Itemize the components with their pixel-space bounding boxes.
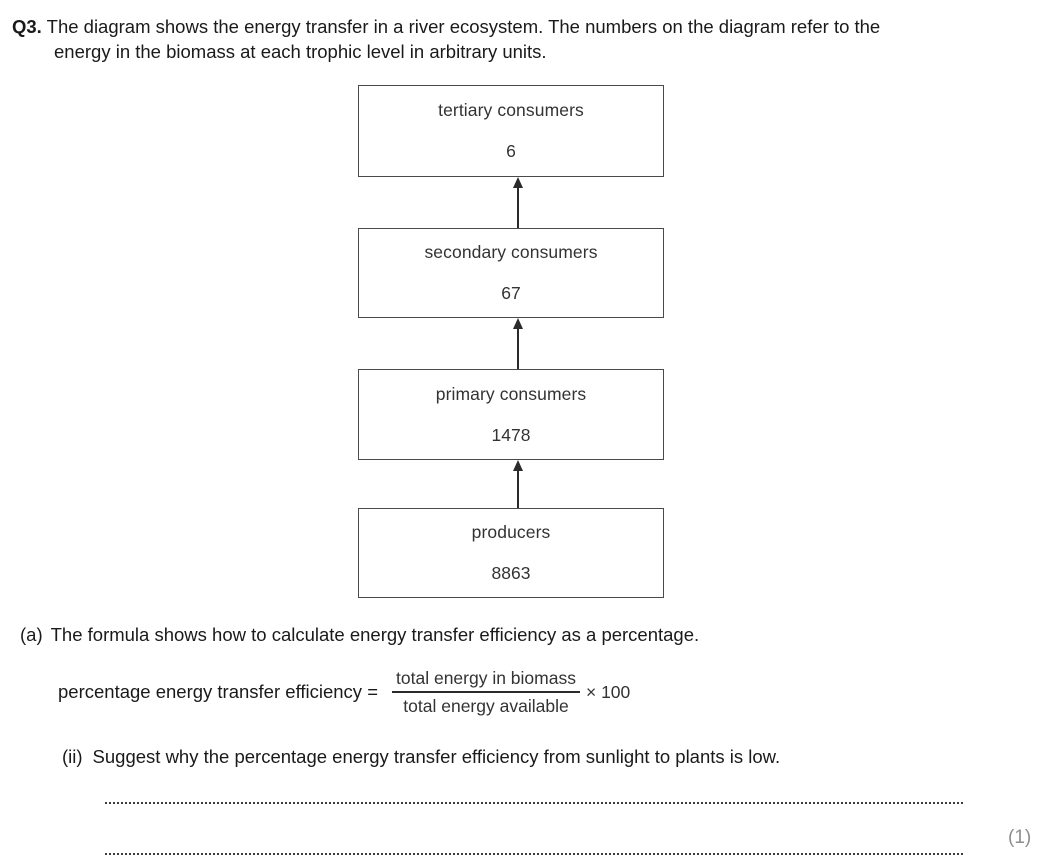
arrow-head-icon xyxy=(513,177,523,188)
arrow-shaft xyxy=(517,467,519,508)
question-stem: Q3. The diagram shows the energy transfe… xyxy=(12,14,1042,64)
formula-fraction-bar xyxy=(392,691,580,693)
marks-indicator: (1) xyxy=(1008,827,1032,848)
formula-multiplier: × 100 xyxy=(585,681,631,702)
part-a-text: The formula shows how to calculate energ… xyxy=(50,624,700,645)
trophic-box-tertiary-consumers: tertiary consumers 6 xyxy=(358,85,664,177)
formula-denominator: total energy available xyxy=(403,695,569,716)
trophic-value-primary-consumers: 1478 xyxy=(491,424,531,445)
part-ii-label: (ii) xyxy=(62,746,83,767)
question-number: Q3. xyxy=(12,16,42,37)
efficiency-formula: percentage energy transfer efficiency = … xyxy=(58,668,630,717)
trophic-box-producers: producers 8863 xyxy=(358,508,664,598)
trophic-label-primary-consumers: primary consumers xyxy=(435,383,587,404)
answer-line[interactable] xyxy=(105,851,963,855)
question-text-line-2: energy in the biomass at each trophic le… xyxy=(54,41,547,62)
trophic-box-primary-consumers: primary consumers 1478 xyxy=(358,369,664,460)
answer-line[interactable] xyxy=(105,800,963,804)
question-stem-line-1: Q3. The diagram shows the energy transfe… xyxy=(12,14,1042,39)
formula-fraction: total energy in biomass total energy ava… xyxy=(392,668,580,717)
formula-numerator: total energy in biomass xyxy=(396,668,576,688)
part-ii-question: (ii) Suggest why the percentage energy tr… xyxy=(62,746,780,768)
arrow-shaft xyxy=(517,184,519,228)
trophic-label-producers: producers xyxy=(471,522,551,542)
trophic-label-secondary-consumers: secondary consumers xyxy=(424,242,598,262)
part-a-label: (a) xyxy=(20,624,43,645)
formula-left-hand-side: percentage energy transfer efficiency = xyxy=(58,681,379,703)
energy-flow-arrow-icon-primary-to-secondary xyxy=(511,318,525,369)
trophic-value-tertiary-consumers: 6 xyxy=(506,141,516,161)
arrow-head-icon xyxy=(513,460,523,471)
part-ii-text: Suggest why the percentage energy transf… xyxy=(92,746,781,767)
question-text-line-1: The diagram shows the energy transfer in… xyxy=(46,16,881,37)
trophic-box-secondary-consumers: secondary consumers 67 xyxy=(358,228,664,318)
trophic-label-tertiary-consumers: tertiary consumers xyxy=(438,100,584,120)
energy-flow-arrow-icon-producers-to-primary xyxy=(511,460,525,508)
arrow-shaft xyxy=(517,325,519,369)
energy-transfer-diagram: tertiary consumers 6 secondary consumers… xyxy=(358,85,666,599)
trophic-value-producers: 8863 xyxy=(491,563,531,583)
trophic-value-secondary-consumers: 67 xyxy=(501,283,521,303)
energy-flow-arrow-icon-secondary-to-tertiary xyxy=(511,177,525,228)
part-a-instruction: (a) The formula shows how to calculate en… xyxy=(20,623,699,647)
arrow-head-icon xyxy=(513,318,523,329)
